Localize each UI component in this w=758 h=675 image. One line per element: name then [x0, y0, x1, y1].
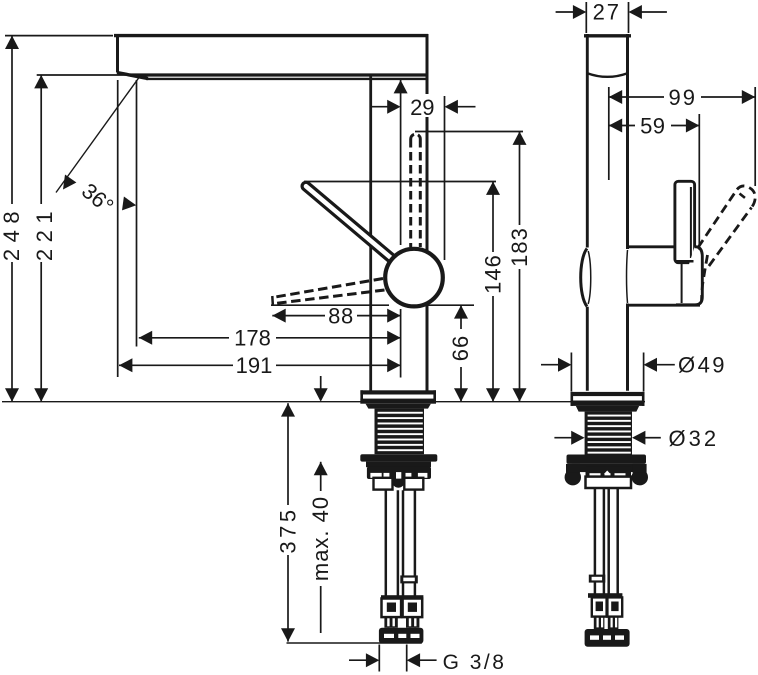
svg-text:375: 375	[275, 506, 300, 553]
svg-text:max. 40: max. 40	[308, 496, 333, 581]
svg-text:59: 59	[640, 113, 665, 138]
svg-text:29: 29	[410, 95, 434, 120]
svg-text:146: 146	[480, 254, 505, 294]
svg-text:221: 221	[32, 205, 57, 261]
svg-text:G 3/8: G 3/8	[443, 651, 507, 674]
svg-text:36°: 36°	[77, 178, 119, 219]
svg-text:183: 183	[507, 227, 532, 267]
svg-text:99: 99	[668, 85, 696, 110]
svg-text:27: 27	[593, 0, 621, 25]
svg-text:248: 248	[0, 205, 24, 261]
svg-text:191: 191	[236, 353, 273, 378]
svg-text:88: 88	[328, 304, 354, 329]
svg-text:178: 178	[234, 326, 271, 351]
svg-text:Ø32: Ø32	[669, 426, 720, 451]
svg-text:Ø49: Ø49	[678, 352, 727, 377]
svg-text:66: 66	[448, 335, 473, 361]
